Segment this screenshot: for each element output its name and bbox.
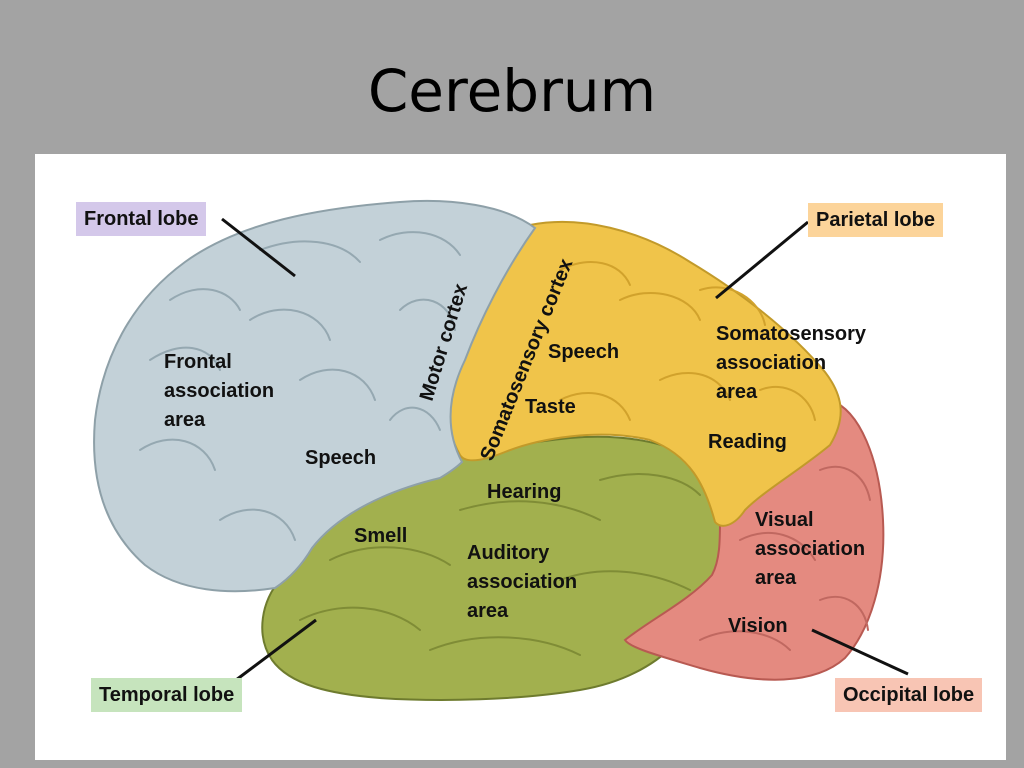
frontal-association-label: Frontal association area (164, 351, 275, 431)
parietal-lobe-tag: Parietal lobe (808, 203, 943, 237)
visual-association-label: Visual association area (755, 509, 866, 589)
gyri-texture (139, 231, 871, 656)
frontal-lobe-tag: Frontal lobe (76, 202, 207, 236)
speech-frontal-label: Speech (305, 447, 377, 469)
reading-label: Reading (708, 431, 787, 453)
smell-label: Smell (354, 525, 408, 547)
hearing-label: Hearing (487, 481, 562, 503)
auditory-association-label: Auditory association area (467, 542, 578, 622)
temporal-lobe-tag: Temporal lobe (91, 678, 243, 712)
somatosensory-association-label: Somatosensory association area (716, 323, 867, 403)
occipital-lobe-tag: Occipital lobe (835, 678, 983, 712)
taste-label: Taste (525, 396, 576, 418)
frontal-lobe-region (93, 199, 537, 593)
slide-title: Cerebrum (367, 57, 657, 125)
speech-parietal-label: Speech (548, 341, 620, 363)
vision-label: Vision (728, 615, 788, 637)
frontal-leader-line (221, 217, 296, 278)
parietal-leader-line (715, 220, 809, 300)
occipital-leader-line (811, 628, 909, 676)
temporal-leader-line (235, 618, 317, 682)
